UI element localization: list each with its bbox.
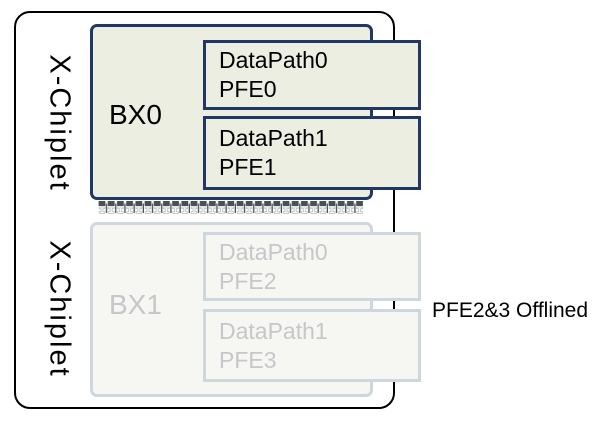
datapath1-pfe1-box: DataPath1 PFE1 [203, 116, 421, 190]
datapath1-pfe3-box: DataPath1 PFE3 [203, 309, 421, 382]
datapath0-pfe2-pfe: PFE2 [219, 267, 277, 294]
datapath0-pfe2-box: DataPath0 PFE2 [203, 232, 421, 301]
chiplet-top-label: X-Chiplet [43, 54, 76, 192]
datapath0-pfe0-box: DataPath0 PFE0 [203, 40, 421, 110]
datapath0-pfe0-pfe: PFE0 [219, 76, 277, 102]
datapath1-pfe3-pfe: PFE3 [219, 346, 277, 373]
datapath1-pfe3-name: DataPath1 [219, 317, 328, 344]
bx1-label: BX1 [109, 289, 162, 320]
bx0-label: BX0 [109, 99, 162, 130]
datapath1-pfe1-pfe: PFE1 [219, 154, 277, 180]
datapath0-pfe0-name: DataPath0 [219, 47, 328, 73]
datapath0-pfe2-name: DataPath0 [219, 238, 328, 265]
datapath1-pfe1-name: DataPath1 [219, 125, 328, 151]
pin-array-icon [98, 201, 363, 216]
offlined-annotation: PFE2&3 Offlined [432, 299, 589, 322]
chiplet-bottom-label: X-Chiplet [43, 240, 76, 378]
